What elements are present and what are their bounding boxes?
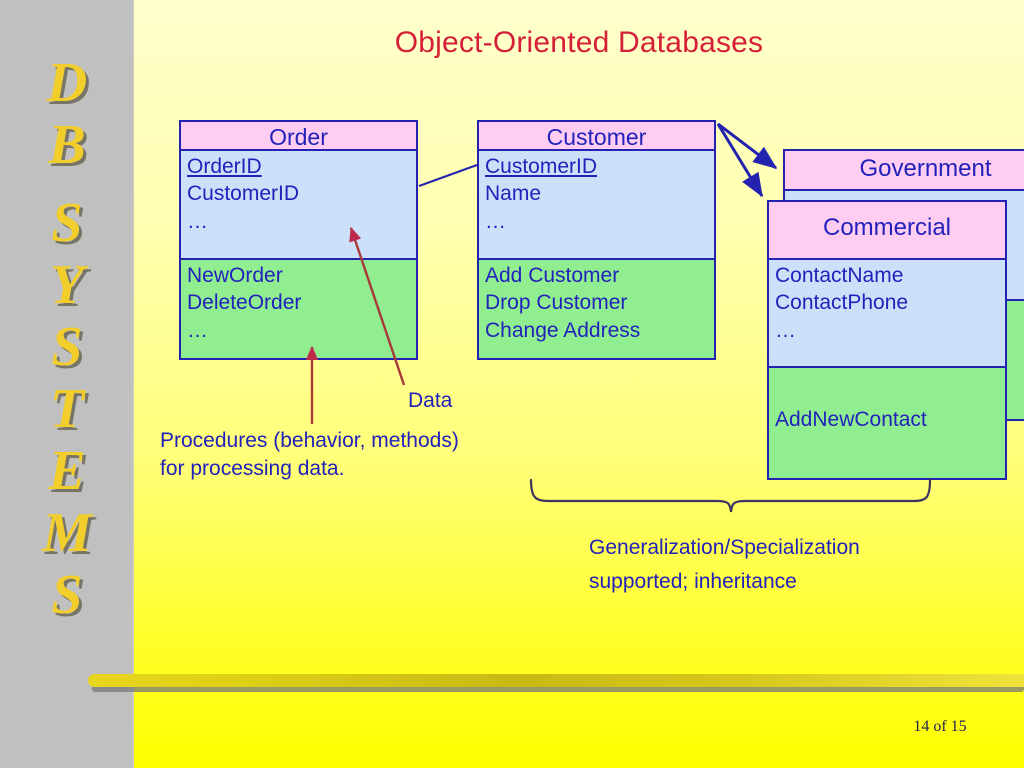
callout-label-procedures: Procedures (behavior, methods) for proce…	[160, 429, 459, 480]
association-order-customer	[418, 164, 478, 187]
attribute-row: ContactPhone	[775, 291, 909, 315]
sidebar-letter-b: B	[48, 114, 86, 176]
generalization-brace	[529, 478, 932, 513]
uml-class-customer-attributes: CustomerID Name …	[479, 151, 714, 260]
sidebar-letter-e: E	[48, 440, 86, 502]
generalization-arrow-commercial	[716, 123, 764, 198]
uml-class-order-operations: NewOrder DeleteOrder …	[181, 260, 416, 358]
callout-label-generalization-line2: supported; inheritance	[589, 570, 797, 594]
generalization-arrow-government	[717, 122, 778, 170]
attribute-row: CustomerID	[485, 155, 598, 178]
sidebar-vertical-title: D B S Y S T E M S	[0, 52, 134, 626]
sidebar-letter-t: T	[49, 378, 85, 440]
operation-row: Change Address	[485, 318, 641, 342]
operation-row: AddNewContact	[775, 408, 927, 431]
callout-label-data: Data	[408, 389, 453, 412]
uml-class-commercial-operations: AddNewContact	[769, 368, 1005, 478]
uml-class-customer-name: Customer	[479, 122, 714, 151]
callout-label-generalization-line1: Generalization/Specialization	[589, 536, 860, 559]
operation-row: Add Customer	[485, 264, 620, 287]
sidebar-letter-s1: S	[51, 192, 83, 254]
uml-class-customer: Customer CustomerID Name … Add Customer …	[477, 120, 716, 360]
slide-title: Object-Oriented Databases	[394, 26, 764, 59]
sidebar-letter-s3: S	[51, 564, 83, 626]
operation-row: …	[187, 318, 210, 342]
gold-divider-bar	[88, 674, 1024, 687]
attribute-row: OrderID	[187, 155, 262, 178]
uml-class-commercial-attributes: ContactName ContactPhone …	[769, 260, 1005, 368]
attribute-row: Name	[485, 182, 542, 206]
operation-row: NewOrder	[187, 264, 283, 287]
sidebar-letter-s2: S	[51, 316, 83, 378]
sidebar-letter-y: Y	[49, 254, 85, 316]
sidebar: D B S Y S T E M S	[0, 0, 134, 768]
sidebar-letter-gap	[0, 176, 134, 192]
sidebar-letter-d: D	[46, 52, 88, 114]
page-number: 14 of 15	[913, 718, 967, 735]
uml-class-order-attributes: OrderID CustomerID …	[181, 151, 416, 260]
attribute-row: CustomerID	[187, 182, 300, 206]
sidebar-letter-m: M	[42, 502, 92, 564]
operation-row: Drop Customer	[485, 291, 628, 315]
uml-class-customer-operations: Add Customer Drop Customer Change Addres…	[479, 260, 714, 358]
uml-class-commercial: Commercial ContactName ContactPhone … Ad…	[767, 200, 1007, 480]
uml-class-order-name: Order	[181, 122, 416, 151]
uml-class-commercial-name: Commercial	[769, 202, 1005, 260]
uml-class-government-name: Government	[785, 151, 1024, 191]
uml-class-order: Order OrderID CustomerID … NewOrder Dele…	[179, 120, 418, 360]
callout-label-generalization: Generalization/Specialization supported;…	[589, 531, 1009, 599]
operation-row: DeleteOrder	[187, 291, 302, 315]
attribute-row: ContactName	[775, 264, 904, 287]
attribute-row: …	[775, 318, 798, 342]
attribute-row: …	[187, 209, 210, 233]
gold-divider-bar-shadow	[92, 687, 1024, 692]
attribute-row: …	[485, 209, 508, 233]
